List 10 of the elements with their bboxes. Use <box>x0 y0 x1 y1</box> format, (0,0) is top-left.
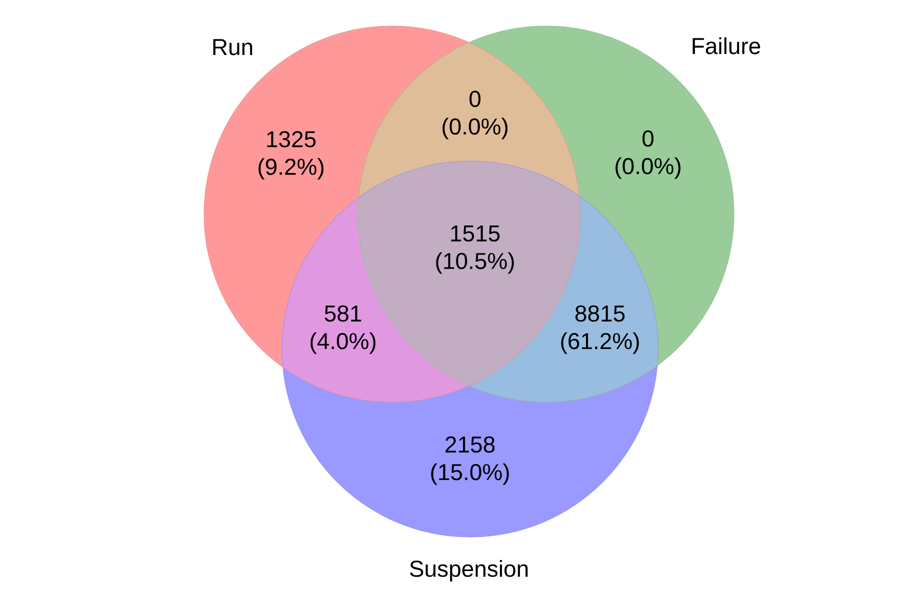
set-label: Suspension <box>410 560 528 582</box>
set-label: Run <box>213 39 252 56</box>
count-label: 0 (0.0%) <box>616 130 680 179</box>
count-label: 2158 (15.0%) <box>431 436 509 485</box>
count-label: 1325 (9.2%) <box>258 131 324 180</box>
count-label: 0 (0.0%) <box>442 90 508 140</box>
count-label: 1515 (10.5%) <box>436 226 514 274</box>
set-label: Failure <box>692 37 760 54</box>
count-label: 8815 (61.2%) <box>561 305 639 354</box>
count-label: 581 (4.0%) <box>310 305 376 354</box>
